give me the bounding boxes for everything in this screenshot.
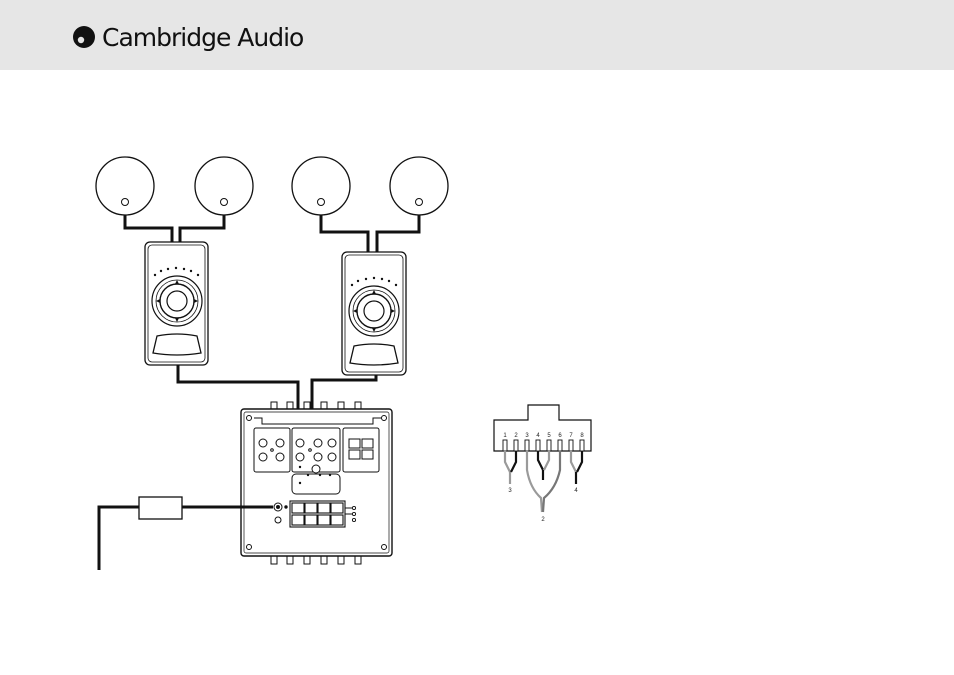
hub-amplifier-unit	[241, 402, 392, 564]
pair-label-3: 3	[508, 488, 512, 494]
source-button	[350, 344, 398, 365]
keypad-controller-1	[145, 242, 208, 365]
wire-pair-3	[505, 451, 516, 484]
speaker-2	[195, 157, 253, 215]
volume-dial	[349, 286, 399, 336]
source-button	[153, 334, 201, 355]
wire-pair-4-5	[538, 451, 549, 480]
speaker-4	[390, 157, 448, 215]
rj45-pinout-diagram: 1 2 3 4 5 6 7 8 3 2 4	[494, 405, 591, 523]
rj45-port-bank	[290, 501, 345, 527]
pair-label-4: 4	[574, 488, 578, 494]
speaker-3	[292, 157, 350, 215]
wire-pair-4	[571, 451, 582, 484]
speaker-1	[96, 157, 154, 215]
keypad-controller-2	[342, 252, 406, 375]
input-module-3	[343, 428, 379, 472]
volume-dial	[152, 276, 202, 326]
wire-pair-2	[527, 451, 560, 512]
pair-label-2: 2	[541, 517, 545, 523]
input-module-1	[254, 428, 290, 472]
